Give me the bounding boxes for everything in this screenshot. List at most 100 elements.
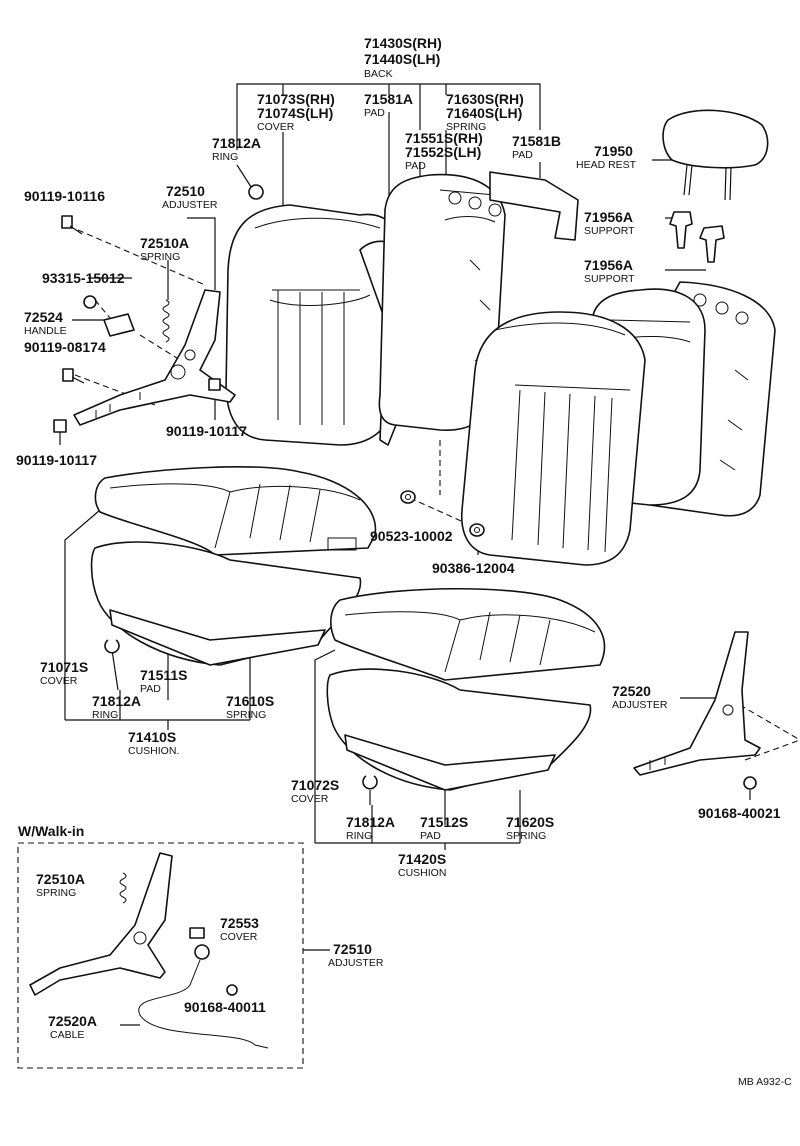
label-pad-71581a-name: PAD: [364, 107, 385, 119]
label-pad-71512-num: 71512S: [420, 814, 468, 830]
walkin-title: W/Walk-in: [18, 823, 84, 839]
label-spring-72510a-num: 72510A: [140, 235, 189, 251]
label-pad-back-name: PAD: [405, 160, 426, 172]
label-adjuster-72520-num: 72520: [612, 683, 651, 699]
cushion-cover-71072s: [330, 588, 606, 681]
label-support-b-name: SUPPORT: [584, 273, 635, 285]
label-bolt-10116: 90119-10116: [24, 188, 105, 204]
label-cushion-71410-name: CUSHION.: [128, 745, 179, 757]
seat-back-cover-right: [460, 311, 646, 566]
walkin-spring-num: 72510A: [36, 871, 85, 887]
label-spring-71620-num: 71620S: [506, 814, 554, 830]
walkin-screw-num: 90168-40011: [184, 999, 266, 1015]
screw-90168-40021: [743, 776, 757, 790]
nut-90523: [400, 490, 416, 504]
walkin-adjuster-name: ADJUSTER: [328, 957, 384, 969]
label-pad-71511-name: PAD: [140, 683, 161, 695]
seat-back-cover-left: [225, 204, 407, 446]
walkin-adjuster-72510: [29, 852, 173, 996]
walkin-cable-num: 72520A: [48, 1013, 97, 1029]
label-head-rest-num: 71950: [594, 143, 633, 159]
label-back-lh: 71440S(LH): [364, 51, 440, 67]
label-spring-71610-num: 71610S: [226, 693, 274, 709]
walkin-spring-name: SPRING: [36, 887, 76, 899]
label-handle-72524-num: 72524: [24, 309, 63, 325]
label-cover-71071-name: COVER: [40, 675, 78, 687]
label-back-name: BACK: [364, 68, 393, 80]
label-spring-71610-name: SPRING: [226, 709, 266, 721]
label-pad-back-lh: 71552S(LH): [405, 144, 481, 160]
label-ring-low-name: RING: [346, 830, 372, 842]
ring-71812a-mid: [104, 639, 120, 654]
bolt-90119-10117-left: [53, 419, 67, 433]
label-pad-71511-num: 71511S: [140, 667, 188, 683]
label-adjuster-72510-num: 72510: [166, 183, 205, 199]
adjuster-72510: [73, 289, 236, 426]
cushion-cover-71071s: [94, 466, 377, 556]
walkin-spring-72510a: [119, 872, 127, 904]
label-cover-71072-name: COVER: [291, 793, 329, 805]
cushion-spring-71620s: [344, 734, 556, 791]
walkin-cable-72520a: [138, 944, 269, 1049]
label-bolt-08174: 90119-08174: [24, 339, 106, 355]
nut-90386: [469, 523, 485, 537]
walkin-cable-name: CABLE: [50, 1029, 84, 1041]
label-pad-71512-name: PAD: [420, 830, 441, 842]
label-ring-mid-name: RING: [92, 709, 118, 721]
label-back-rh: 71430S(RH): [364, 35, 442, 51]
walkin-cover-name: COVER: [220, 931, 258, 943]
label-bolt-10117-right: 90119-10117: [166, 423, 247, 439]
label-ring-low-num: 71812A: [346, 814, 395, 830]
walkin-adjuster-num: 72510: [333, 941, 372, 957]
support-71956a: [669, 211, 725, 263]
label-cover-back-rh: 71073S(RH): [257, 91, 335, 107]
pad-71581b: [489, 171, 579, 241]
label-head-rest-name: HEAD REST: [576, 159, 637, 171]
label-spring-back-lh: 71640S(LH): [446, 105, 522, 121]
walkin-screw-90168-40011: [226, 984, 238, 996]
spring-72510a: [162, 299, 170, 343]
adjuster-72520: [633, 631, 761, 776]
label-spring-71620-name: SPRING: [506, 830, 546, 842]
label-cover-71071-num: 71071S: [40, 659, 88, 675]
label-cushion-71420-name: CUSHION: [398, 867, 446, 879]
handle-72524: [103, 313, 135, 337]
label-adjuster-72520-name: ADJUSTER: [612, 699, 668, 711]
bolt-90119-10117-right: [208, 378, 221, 391]
label-handle-72524-name: HANDLE: [24, 325, 67, 337]
label-ring-top-num: 71812A: [212, 135, 261, 151]
label-support-b-num: 71956A: [584, 257, 633, 273]
label-cushion-71420-num: 71420S: [398, 851, 446, 867]
label-pad-71581b-num: 71581B: [512, 133, 561, 149]
label-spring-72510a-name: SPRING: [140, 251, 180, 263]
label-nut-90523: 90523-10002: [370, 528, 453, 544]
label-bolt-10117-left: 90119-10117: [16, 452, 97, 468]
label-ring-top-name: RING: [212, 151, 238, 163]
label-support-a-name: SUPPORT: [584, 225, 635, 237]
bolt-90119-08174: [62, 368, 85, 384]
label-adjuster-72510-name: ADJUSTER: [162, 199, 218, 211]
label-cushion-71410-num: 71410S: [128, 729, 176, 745]
ring-71812a-top: [248, 184, 264, 200]
label-nut-90386: 90386-12004: [432, 560, 515, 576]
label-screw-93315: 93315-15012: [42, 270, 125, 286]
label-pad-71581b-name: PAD: [512, 149, 533, 161]
cushion-spring-71610s: [109, 609, 326, 666]
label-spring-back-name: SPRING: [446, 121, 486, 133]
walkin-cover-72553: [189, 927, 205, 939]
ring-71812a-low: [362, 775, 378, 790]
walkin-cover-num: 72553: [220, 915, 259, 931]
label-ring-mid-num: 71812A: [92, 693, 141, 709]
bolt-90119-10116: [61, 215, 83, 235]
label-pad-back-rh: 71551S(RH): [405, 130, 483, 146]
label-cover-back-lh: 71074S(LH): [257, 105, 333, 121]
label-screw-40021: 90168-40021: [698, 805, 781, 821]
label-cover-back-name: COVER: [257, 121, 295, 133]
label-pad-71581a-num: 71581A: [364, 91, 413, 107]
label-spring-back-rh: 71630S(RH): [446, 91, 524, 107]
head-rest-71950: [662, 109, 769, 201]
label-support-a-num: 71956A: [584, 209, 633, 225]
screw-93315: [83, 295, 97, 309]
